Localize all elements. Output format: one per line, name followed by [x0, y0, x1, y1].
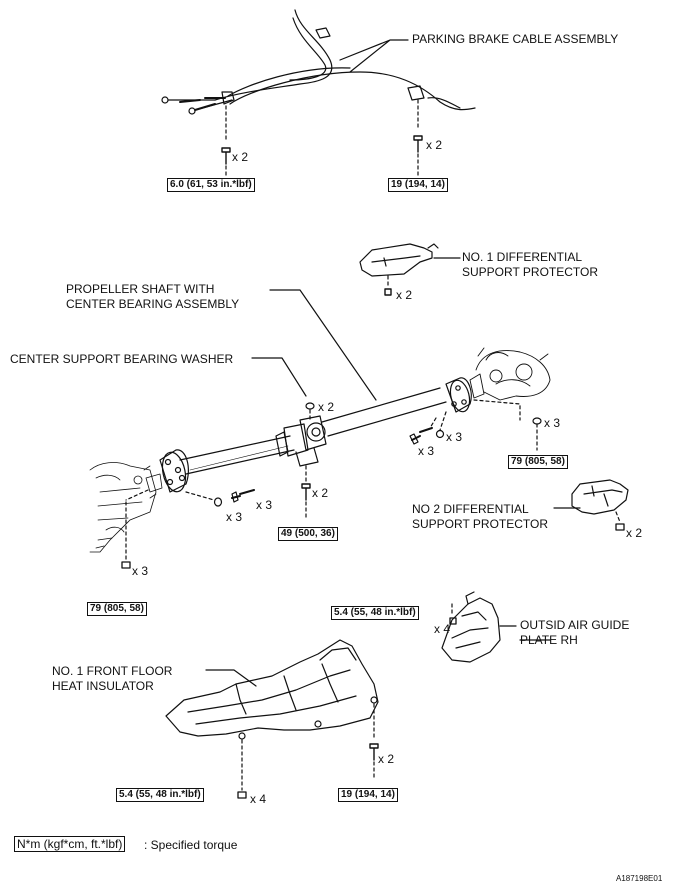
qty-pb-right: x 2 [426, 138, 443, 152]
qty-center-bolt: x 2 [312, 486, 329, 500]
label-no1-diff-protector-line1: NO. 1 DIFFERENTIAL [462, 250, 583, 264]
qty-air-guide: x 4 [434, 622, 451, 636]
qty-diff2: x 2 [626, 526, 643, 540]
leader-parking-brake [339, 39, 409, 73]
legend-torque-unit: N*m (kgf*cm, ft.*lbf) [14, 836, 126, 852]
torque-spec-front-coupling: 79 (805, 58) [87, 602, 147, 616]
torque-spec-parking-brake-right: 19 (194, 14) [388, 178, 448, 192]
torque-spec-air-guide: 5.4 (55, 48 in.*lbf) [331, 606, 419, 620]
no2-differential-support-protector [571, 479, 629, 515]
qty-pb-left: x 2 [232, 150, 249, 164]
qty-diff1: x 2 [396, 288, 413, 302]
no1-differential-support-protector [359, 243, 439, 277]
outside-air-guide-plate [441, 591, 501, 663]
torque-spec-center-bearing: 49 (500, 36) [278, 527, 338, 541]
qty-front-washer: x 3 [226, 510, 243, 524]
qty-rear-washer: x 3 [446, 430, 463, 444]
label-parking-brake-cable: PARKING BRAKE CABLE ASSEMBLY [412, 32, 619, 46]
torque-spec-heat-insulator-nut: 5.4 (55, 48 in.*lbf) [116, 788, 204, 802]
label-center-support-bearing-washer: CENTER SUPPORT BEARING WASHER [10, 352, 234, 366]
label-no1-diff-protector-line2: SUPPORT PROTECTOR [462, 265, 599, 279]
figure-code: A187198E01 [616, 874, 663, 883]
qty-heat-left: x 4 [250, 792, 267, 806]
label-no2-diff-protector-line1: NO 2 DIFFERENTIAL [412, 502, 529, 516]
parking-brake-cables [161, 9, 476, 115]
label-heat-insulator-line2: HEAT INSULATOR [52, 679, 154, 693]
qty-washer: x 2 [318, 400, 335, 414]
torque-spec-rear-coupling: 79 (805, 58) [508, 455, 568, 469]
front-floor-heat-insulator [165, 639, 379, 740]
qty-heat-right: x 2 [378, 752, 395, 766]
label-propeller-line1: PROPELLER SHAFT WITH [66, 282, 215, 296]
torque-spec-parking-brake-left: 6.0 (61, 53 in.*lbf) [167, 178, 255, 192]
torque-spec-heat-insulator-bolt: 19 (194, 14) [338, 788, 398, 802]
qty-rear-bolt: x 3 [418, 444, 435, 458]
label-propeller-line2: CENTER BEARING ASSEMBLY [66, 297, 240, 311]
legend-specified-torque-text: : Specified torque [144, 838, 238, 852]
label-air-guide-line2: PLATE RH [520, 633, 578, 647]
label-heat-insulator-line1: NO. 1 FRONT FLOOR [52, 664, 173, 678]
qty-rear-nut: x 3 [544, 416, 561, 430]
transmission [89, 462, 163, 553]
rear-differential [469, 347, 551, 401]
propeller-shaft [159, 377, 472, 493]
qty-front-nut: x 3 [132, 564, 149, 578]
label-air-guide-line1: OUTSID AIR GUIDE [520, 618, 630, 632]
label-no2-diff-protector-line2: SUPPORT PROTECTOR [412, 517, 549, 531]
qty-front-bolt: x 3 [256, 498, 273, 512]
